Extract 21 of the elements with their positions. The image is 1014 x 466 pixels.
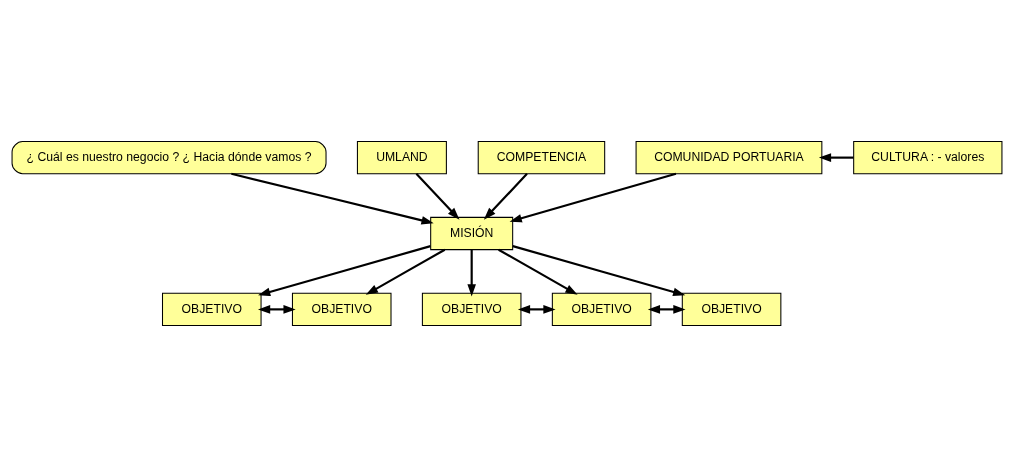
node-box: OBJETIVO	[551, 292, 652, 326]
node-box: UMLAND	[356, 140, 447, 174]
node-box: CULTURA : - valores	[853, 140, 1003, 174]
arrow	[365, 248, 446, 295]
arrow	[467, 249, 476, 296]
arrow	[258, 244, 431, 296]
arrow	[483, 172, 528, 220]
arrow	[512, 244, 686, 296]
node-box: COMUNIDAD PORTUARIA	[635, 140, 823, 174]
node-box: OBJETIVO	[421, 292, 522, 326]
node-box: COMPETENCIA	[477, 140, 606, 174]
arrow	[818, 152, 854, 162]
node-box: OBJETIVO	[161, 292, 262, 326]
node-box: MISIÓN	[430, 216, 514, 250]
node-box: OBJETIVO	[291, 292, 392, 326]
arrow	[498, 248, 578, 295]
node-box: ¿ Cuál es nuestro negocio ? ¿ Hacia dónde vamos ?	[11, 140, 327, 174]
arrow	[415, 172, 460, 220]
arrow	[231, 172, 434, 225]
arrow	[509, 172, 677, 222]
node-box: OBJETIVO	[681, 292, 782, 326]
